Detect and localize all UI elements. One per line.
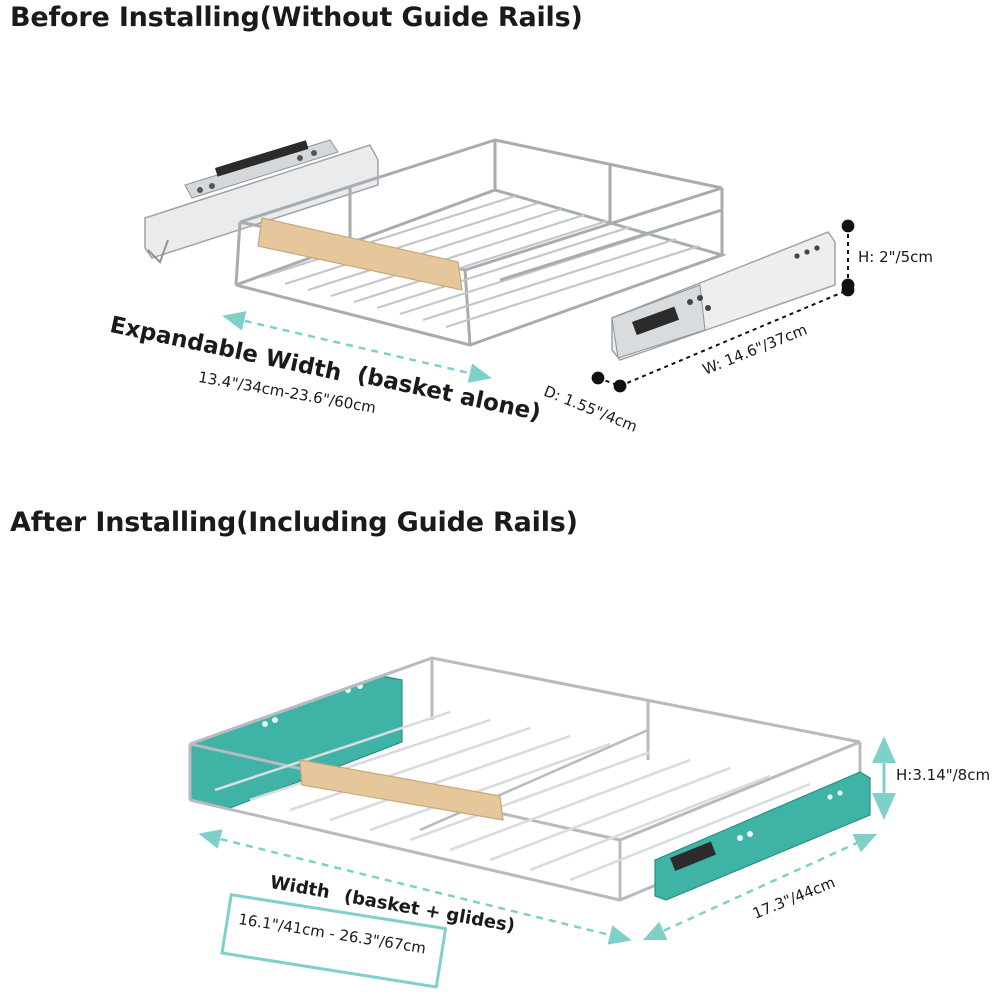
installed-width-arrow bbox=[198, 829, 632, 945]
teal-right-rail bbox=[654, 771, 871, 901]
rail-height-label: H: 2"/5cm bbox=[858, 248, 933, 266]
installed-height-label: H:3.14"/8cm bbox=[896, 766, 991, 784]
installed-depth-arrow bbox=[642, 833, 878, 941]
basket-alone bbox=[234, 138, 727, 347]
before-installing-title: Before Installing(Without Guide Rails) bbox=[10, 2, 583, 33]
after-installing-title: After Installing(Including Guide Rails) bbox=[10, 507, 578, 538]
wooden-handle bbox=[257, 217, 463, 291]
right-guide-rail bbox=[611, 231, 836, 361]
expandable-width-arrow bbox=[222, 311, 492, 383]
rail-depth-line bbox=[591, 371, 627, 393]
wooden-handle-installed bbox=[299, 759, 504, 821]
left-guide-rail bbox=[144, 139, 379, 264]
rail-width-line bbox=[619, 283, 855, 387]
